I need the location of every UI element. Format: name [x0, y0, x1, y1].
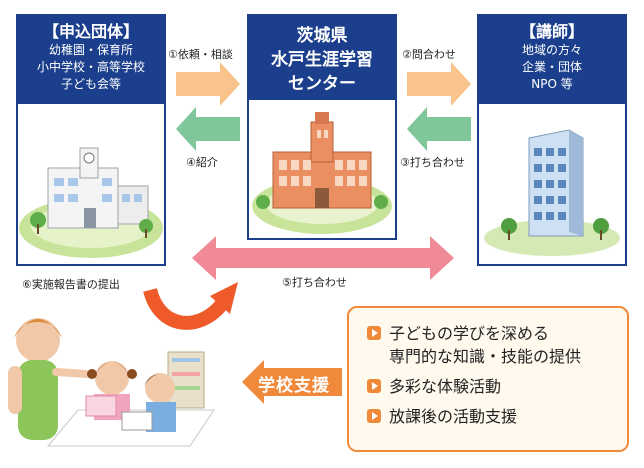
triangle-bullet-icon	[367, 379, 381, 393]
learning-center-title: センター	[288, 74, 356, 94]
support-item-text: 専門的な知識・技能の提供	[389, 347, 582, 366]
support-item-text: 多彩な体験活動	[389, 377, 502, 396]
school-support-label: 学校支援	[258, 376, 330, 396]
student-girl-figure	[85, 361, 137, 420]
lecturer-header: 【講師】 地域の方々 企業・団体 NPO 等	[479, 16, 625, 104]
inquiry-label: ②問合わせ	[402, 48, 456, 61]
inquiry-arrow	[407, 62, 471, 106]
arrange-lecturer-arrow	[407, 107, 471, 151]
arrange-direct-arrow	[192, 236, 454, 280]
learning-center-title: 茨城県	[296, 26, 348, 46]
arrange-direct-label: ⑤打ち合わせ	[282, 276, 347, 289]
applicant-group-line: 子ども会等	[60, 77, 121, 91]
support-item-text: 放課後の活動支援	[389, 407, 518, 426]
school-support-arrow	[242, 360, 342, 404]
request-arrow	[176, 62, 240, 106]
learning-center-header: 茨城県 水戸生涯学習 センター	[249, 16, 395, 100]
report-label: ⑥実施報告書の提出	[22, 278, 120, 291]
support-item: 子どもの学びを深める 専門的な知識・技能の提供	[367, 322, 627, 368]
report-curve-arrow-head	[210, 282, 238, 314]
applicant-group-title: 【申込団体】	[42, 22, 139, 41]
lecturer-line: NPO 等	[531, 77, 573, 91]
student-boy-figure	[121, 373, 176, 432]
report-curve-arrow	[143, 287, 228, 330]
arrange-lecturer-label: ③打ち合わせ	[400, 156, 465, 169]
support-item-text: 子どもの学びを深める	[389, 324, 550, 343]
teacher-figure	[8, 318, 90, 440]
school-support-tag: 学校支援	[242, 360, 342, 404]
support-content-box: 子どもの学びを深める 専門的な知識・技能の提供 多彩な体験活動 放課後の活動支援	[347, 306, 629, 452]
support-item: 多彩な体験活動	[367, 375, 627, 398]
request-label: ①依頼・相談	[168, 48, 233, 61]
lecturer-title: 【講師】	[519, 22, 584, 41]
applicant-group-box: 【申込団体】 幼稚園・保育所 小中学校・高等学校 子ども会等	[16, 14, 166, 266]
applicant-group-line: 小中学校・高等学校	[36, 60, 145, 74]
introduce-arrow	[176, 107, 240, 151]
lecturer-line: 企業・団体	[521, 60, 582, 74]
lecturer-box: 【講師】 地域の方々 企業・団体 NPO 等	[477, 14, 627, 266]
learning-center-title: 水戸生涯学習	[271, 50, 373, 70]
introduce-label: ④紹介	[186, 156, 218, 169]
school-building-icon	[19, 147, 163, 258]
applicant-group-header: 【申込団体】 幼稚園・保育所 小中学校・高等学校 子ども会等	[18, 16, 164, 104]
triangle-bullet-icon	[367, 326, 381, 340]
triangle-bullet-icon	[367, 409, 381, 423]
learning-center-box: 茨城県 水戸生涯学習 センター	[247, 14, 397, 240]
support-item: 放課後の活動支援	[367, 405, 627, 428]
office-building-icon	[484, 129, 620, 256]
applicant-group-line: 幼稚園・保育所	[48, 43, 133, 57]
center-building-icon	[252, 112, 392, 234]
lecturer-line: 地域の方々	[521, 43, 582, 57]
